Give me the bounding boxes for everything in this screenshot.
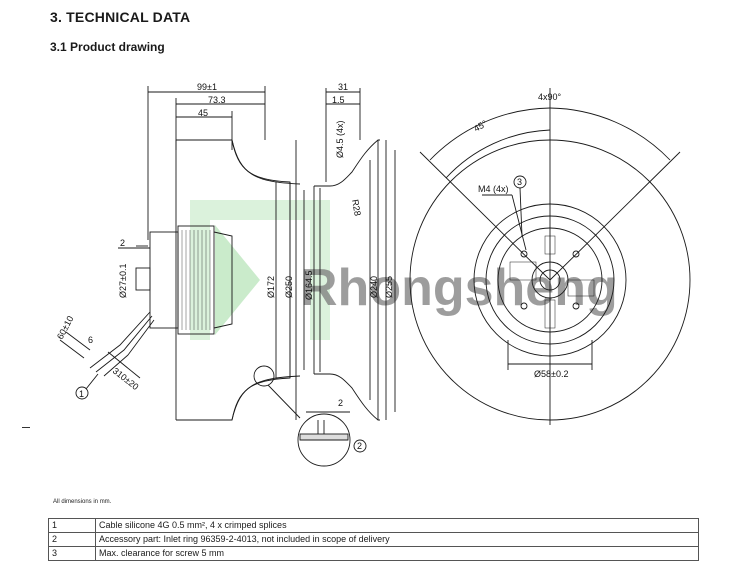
legend-text: Max. clearance for screw 5 mm xyxy=(95,546,699,561)
side-view-dimension-labels: 99±1 73.3 45 2 Ø27±0.1 Ø172 Ø250 60±10 6… xyxy=(55,82,294,399)
dim-2: 2 xyxy=(120,238,125,248)
dim-250: Ø250 xyxy=(284,276,294,298)
legend-table: 1 Cable silicone 4G 0.5 mm², 4 x crimped… xyxy=(48,518,699,561)
dim-1-5: 1.5 xyxy=(332,95,345,105)
callout-1: 1 xyxy=(79,389,84,399)
dim-255: Ø255 xyxy=(384,276,394,298)
front-view-dimension-labels: 4x90° 45° M4 (4x) 3 Ø58±0.2 xyxy=(472,92,568,379)
dim-cable-310: 310±20 xyxy=(111,366,141,392)
callout-2: 2 xyxy=(357,441,362,451)
dim-240: Ø240 xyxy=(369,276,379,298)
dim-172: Ø172 xyxy=(266,276,276,298)
inlet-ring-dimension-labels: 31 1.5 Ø4.5 (4x) R28 Ø164.5 Ø240 Ø255 2 … xyxy=(304,82,394,451)
dim-99: 99±1 xyxy=(197,82,217,92)
product-drawing: Rhongsheng xyxy=(55,82,691,467)
dim-4x90: 4x90° xyxy=(538,92,562,102)
callout-3: 3 xyxy=(517,177,522,187)
side-view xyxy=(59,86,301,421)
dim-73-3: 73.3 xyxy=(208,95,226,105)
dim-r28: R28 xyxy=(350,199,363,217)
table-row: 1 Cable silicone 4G 0.5 mm², 4 x crimped… xyxy=(48,518,699,533)
table-row: 2 Accessory part: Inlet ring 96359-2-401… xyxy=(48,532,699,547)
dim-detail-2: 2 xyxy=(338,398,343,408)
legend-text: Accessory part: Inlet ring 96359-2-4013,… xyxy=(95,532,699,547)
watermark-text: Rhongsheng xyxy=(300,259,618,317)
front-view xyxy=(409,88,691,425)
dim-31: 31 xyxy=(338,82,348,92)
legend-number: 2 xyxy=(48,532,96,547)
margin-mark xyxy=(22,427,30,428)
dim-cable-6: 6 xyxy=(88,335,93,345)
watermark-logo: Rhongsheng xyxy=(190,200,618,340)
dim-164-5: Ø164.5 xyxy=(304,270,314,300)
dim-45-deg: 45° xyxy=(472,118,489,134)
legend-number: 3 xyxy=(48,546,96,561)
dim-45: 45 xyxy=(198,108,208,118)
table-row: 3 Max. clearance for screw 5 mm xyxy=(48,546,699,561)
dimensions-note: All dimensions in mm. xyxy=(53,499,112,505)
dim-58: Ø58±0.2 xyxy=(534,369,568,379)
inlet-ring-view xyxy=(253,88,396,467)
dim-shaft: Ø27±0.1 xyxy=(118,264,128,298)
subsection-title: 3.1 Product drawing xyxy=(50,40,165,54)
dim-m4: M4 (4x) xyxy=(478,184,509,194)
dim-holes: Ø4.5 (4x) xyxy=(335,120,345,158)
section-title: 3. TECHNICAL DATA xyxy=(50,9,191,25)
legend-number: 1 xyxy=(48,518,96,533)
legend-text: Cable silicone 4G 0.5 mm², 4 x crimped s… xyxy=(95,518,699,533)
